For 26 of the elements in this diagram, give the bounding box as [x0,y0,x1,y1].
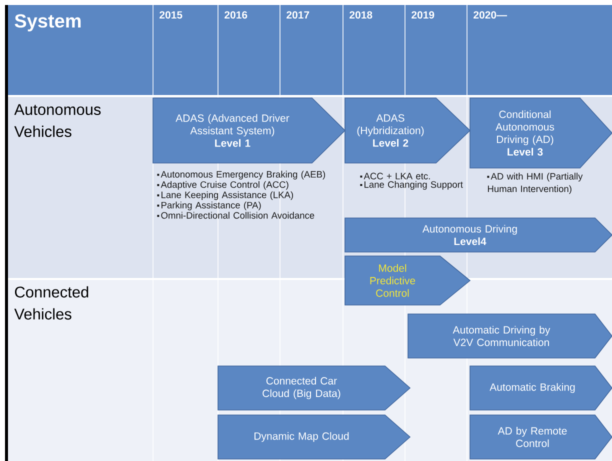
chevron-box: Automatic Driving by V2V Communication [408,314,612,358]
year-heading: 2016 [224,11,248,19]
bullet-item: Parking Assistance (PA) [157,202,261,210]
chevron-box: Conditional Autonomous Driving (AD) Level 3 [470,98,612,168]
year-heading: 2017 [286,11,310,19]
bullet-item: Adaptive Cruise Control (ACC) [157,181,288,190]
bullet-item: ACC + LKA etc. [360,172,430,180]
bullet-item: Autonomous Emergency Braking (AEB) [157,170,326,180]
chevron-box: Autonomous Driving Level4 [344,218,612,252]
year-heading: 2018 [350,11,372,19]
bullet-item: Lane Changing Support [360,180,463,190]
row-heading: Autonomous Vehicles [14,104,101,138]
year-heading: 2019 [412,11,434,19]
bullet-item: AD with HMI (Partially Human Intervention) [487,172,583,194]
chevron-box: Automatic Braking [470,366,612,410]
row-heading: Connected Vehicles [14,286,88,320]
chevron-box: Dynamic Map Cloud [218,414,411,460]
year-heading: 2020— [474,11,508,19]
chevron-box: ADAS (Advanced Driver Assistant System) Level 1 [152,98,346,164]
bullet-item: Omni-Directional Collision Avoidance [157,212,314,219]
bullet-item: Lane Keeping Assistance (LKA) [157,191,294,200]
table-heading: System [14,14,81,32]
chevron-box: AD by Remote Control [470,414,612,460]
year-heading: 2015 [160,11,182,19]
chevron-box: ADAS (Hybridization) Level 2 [344,98,471,164]
chevron-box: Connected Car Cloud (Big Data) [218,366,411,410]
